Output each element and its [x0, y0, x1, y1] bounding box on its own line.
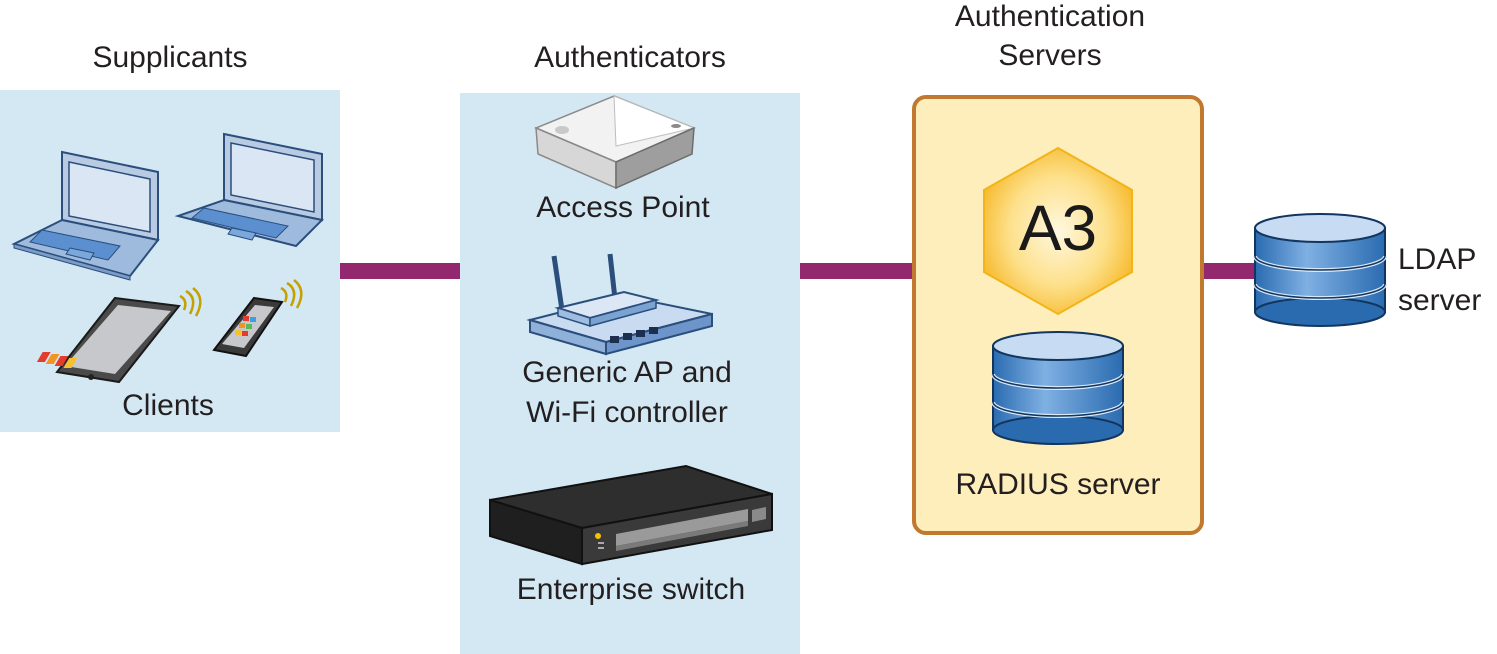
router-icon — [526, 253, 713, 356]
a3-badge-text: A3 — [1018, 192, 1098, 264]
ldap-server-label-line1: LDAP — [1398, 243, 1477, 276]
auth-servers-heading-line1: Authentication — [954, 0, 1146, 33]
wireless-signal-icon — [179, 287, 202, 317]
switch-icon — [489, 464, 773, 566]
laptop-icon — [174, 132, 325, 248]
supplicants-heading: Supplicants — [92, 41, 248, 74]
connector-servers-ldap — [1198, 263, 1258, 279]
authenticators-heading: Authenticators — [534, 41, 726, 74]
generic-ap-label-line1: Generic AP and — [522, 356, 732, 389]
access-point-icon — [534, 95, 696, 190]
ldap-server-label-line2: server — [1398, 284, 1482, 317]
connector-authenticators-servers — [800, 263, 916, 279]
clients-label: Clients — [122, 389, 214, 422]
enterprise-switch-label: Enterprise switch — [516, 573, 746, 606]
access-point-label: Access Point — [536, 191, 710, 224]
auth-servers-heading-line2: Servers — [998, 39, 1102, 72]
phone-icon — [212, 296, 284, 358]
radius-server-label: RADIUS server — [955, 468, 1161, 501]
generic-ap-label-line2: Wi-Fi controller — [526, 396, 728, 429]
database-icon — [1253, 213, 1387, 327]
laptop-icon — [11, 150, 160, 281]
tablet-icon — [36, 296, 181, 384]
authenticators-panel — [460, 93, 800, 654]
connector-supplicants-authenticators — [340, 263, 462, 279]
database-icon — [991, 331, 1125, 445]
wireless-signal-icon — [280, 279, 303, 309]
a3-hexagon-icon — [983, 146, 1133, 316]
